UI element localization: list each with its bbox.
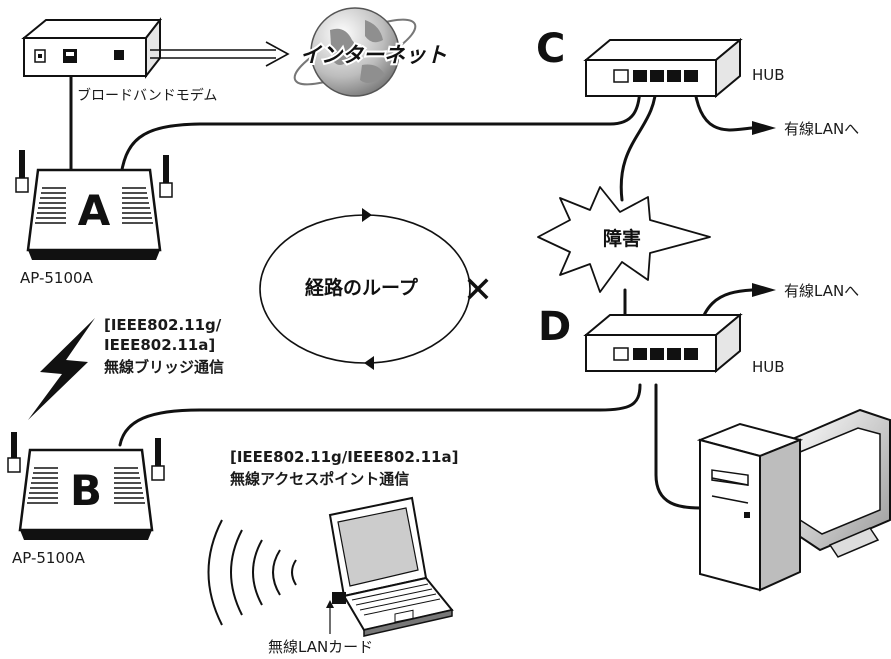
access-point-a <box>15 150 173 260</box>
loop-label: 経路のループ <box>305 276 419 299</box>
hub-c <box>583 37 743 99</box>
hub-c-letter: C <box>536 26 565 72</box>
fault-burst <box>537 186 711 293</box>
internet-label: インターネット <box>300 43 447 67</box>
cable-ap-a-to-hub-c <box>118 82 642 184</box>
bridge-line-1: [IEEE802.11g/ <box>104 316 222 334</box>
arrow-icon <box>752 121 776 135</box>
routing-loop <box>259 208 471 370</box>
desktop-pc-icon <box>696 408 891 592</box>
fault-label: 障害 <box>603 227 641 250</box>
cable-hub-c-to-fault <box>619 82 658 202</box>
arrow-icon <box>752 283 776 297</box>
bridge-line-3: 無線ブリッジ通信 <box>104 358 224 376</box>
cable-hub-d-to-ap-b <box>118 383 642 447</box>
cable-hub-d-to-pc <box>654 383 702 510</box>
ap-b-letter: B <box>70 466 102 515</box>
hub-d <box>583 312 743 374</box>
ap-a-model: AP-5100A <box>20 269 94 287</box>
loop-arrow-icon <box>364 356 374 370</box>
hub-c-lan-label: 有線LANへ <box>784 120 859 138</box>
globe-icon <box>293 7 417 97</box>
modem-label: ブロードバンドモデム <box>77 87 217 104</box>
pointer-arrow-icon <box>326 600 334 608</box>
hub-d-letter: D <box>538 304 571 350</box>
ap-comm-line-2: 無線アクセスポイント通信 <box>230 470 409 488</box>
hub-d-lan-label: 有線LANへ <box>784 282 859 300</box>
access-point-b <box>7 432 165 540</box>
lan-arrows <box>752 121 776 297</box>
cable-hub-c-to-lan <box>692 82 754 132</box>
hub-d-label: HUB <box>752 358 785 376</box>
hub-c-label: HUB <box>752 66 785 84</box>
laptop-icon <box>328 496 454 637</box>
ap-b-model: AP-5100A <box>12 549 86 567</box>
bridge-line-2: IEEE802.11a] <box>104 336 215 354</box>
wireless-waves-icon <box>207 519 297 626</box>
ap-comm-line-1: [IEEE802.11g/IEEE802.11a] <box>230 448 458 466</box>
ap-a-letter: A <box>78 186 111 235</box>
wireless-bridge-bolt-icon <box>28 318 95 420</box>
lan-card-label: 無線LANカード <box>268 638 373 656</box>
internet-link <box>150 41 290 67</box>
broadband-modem <box>21 17 163 79</box>
loop-arrow-icon <box>362 208 372 222</box>
loop-break-mark: ✕ <box>463 270 493 311</box>
